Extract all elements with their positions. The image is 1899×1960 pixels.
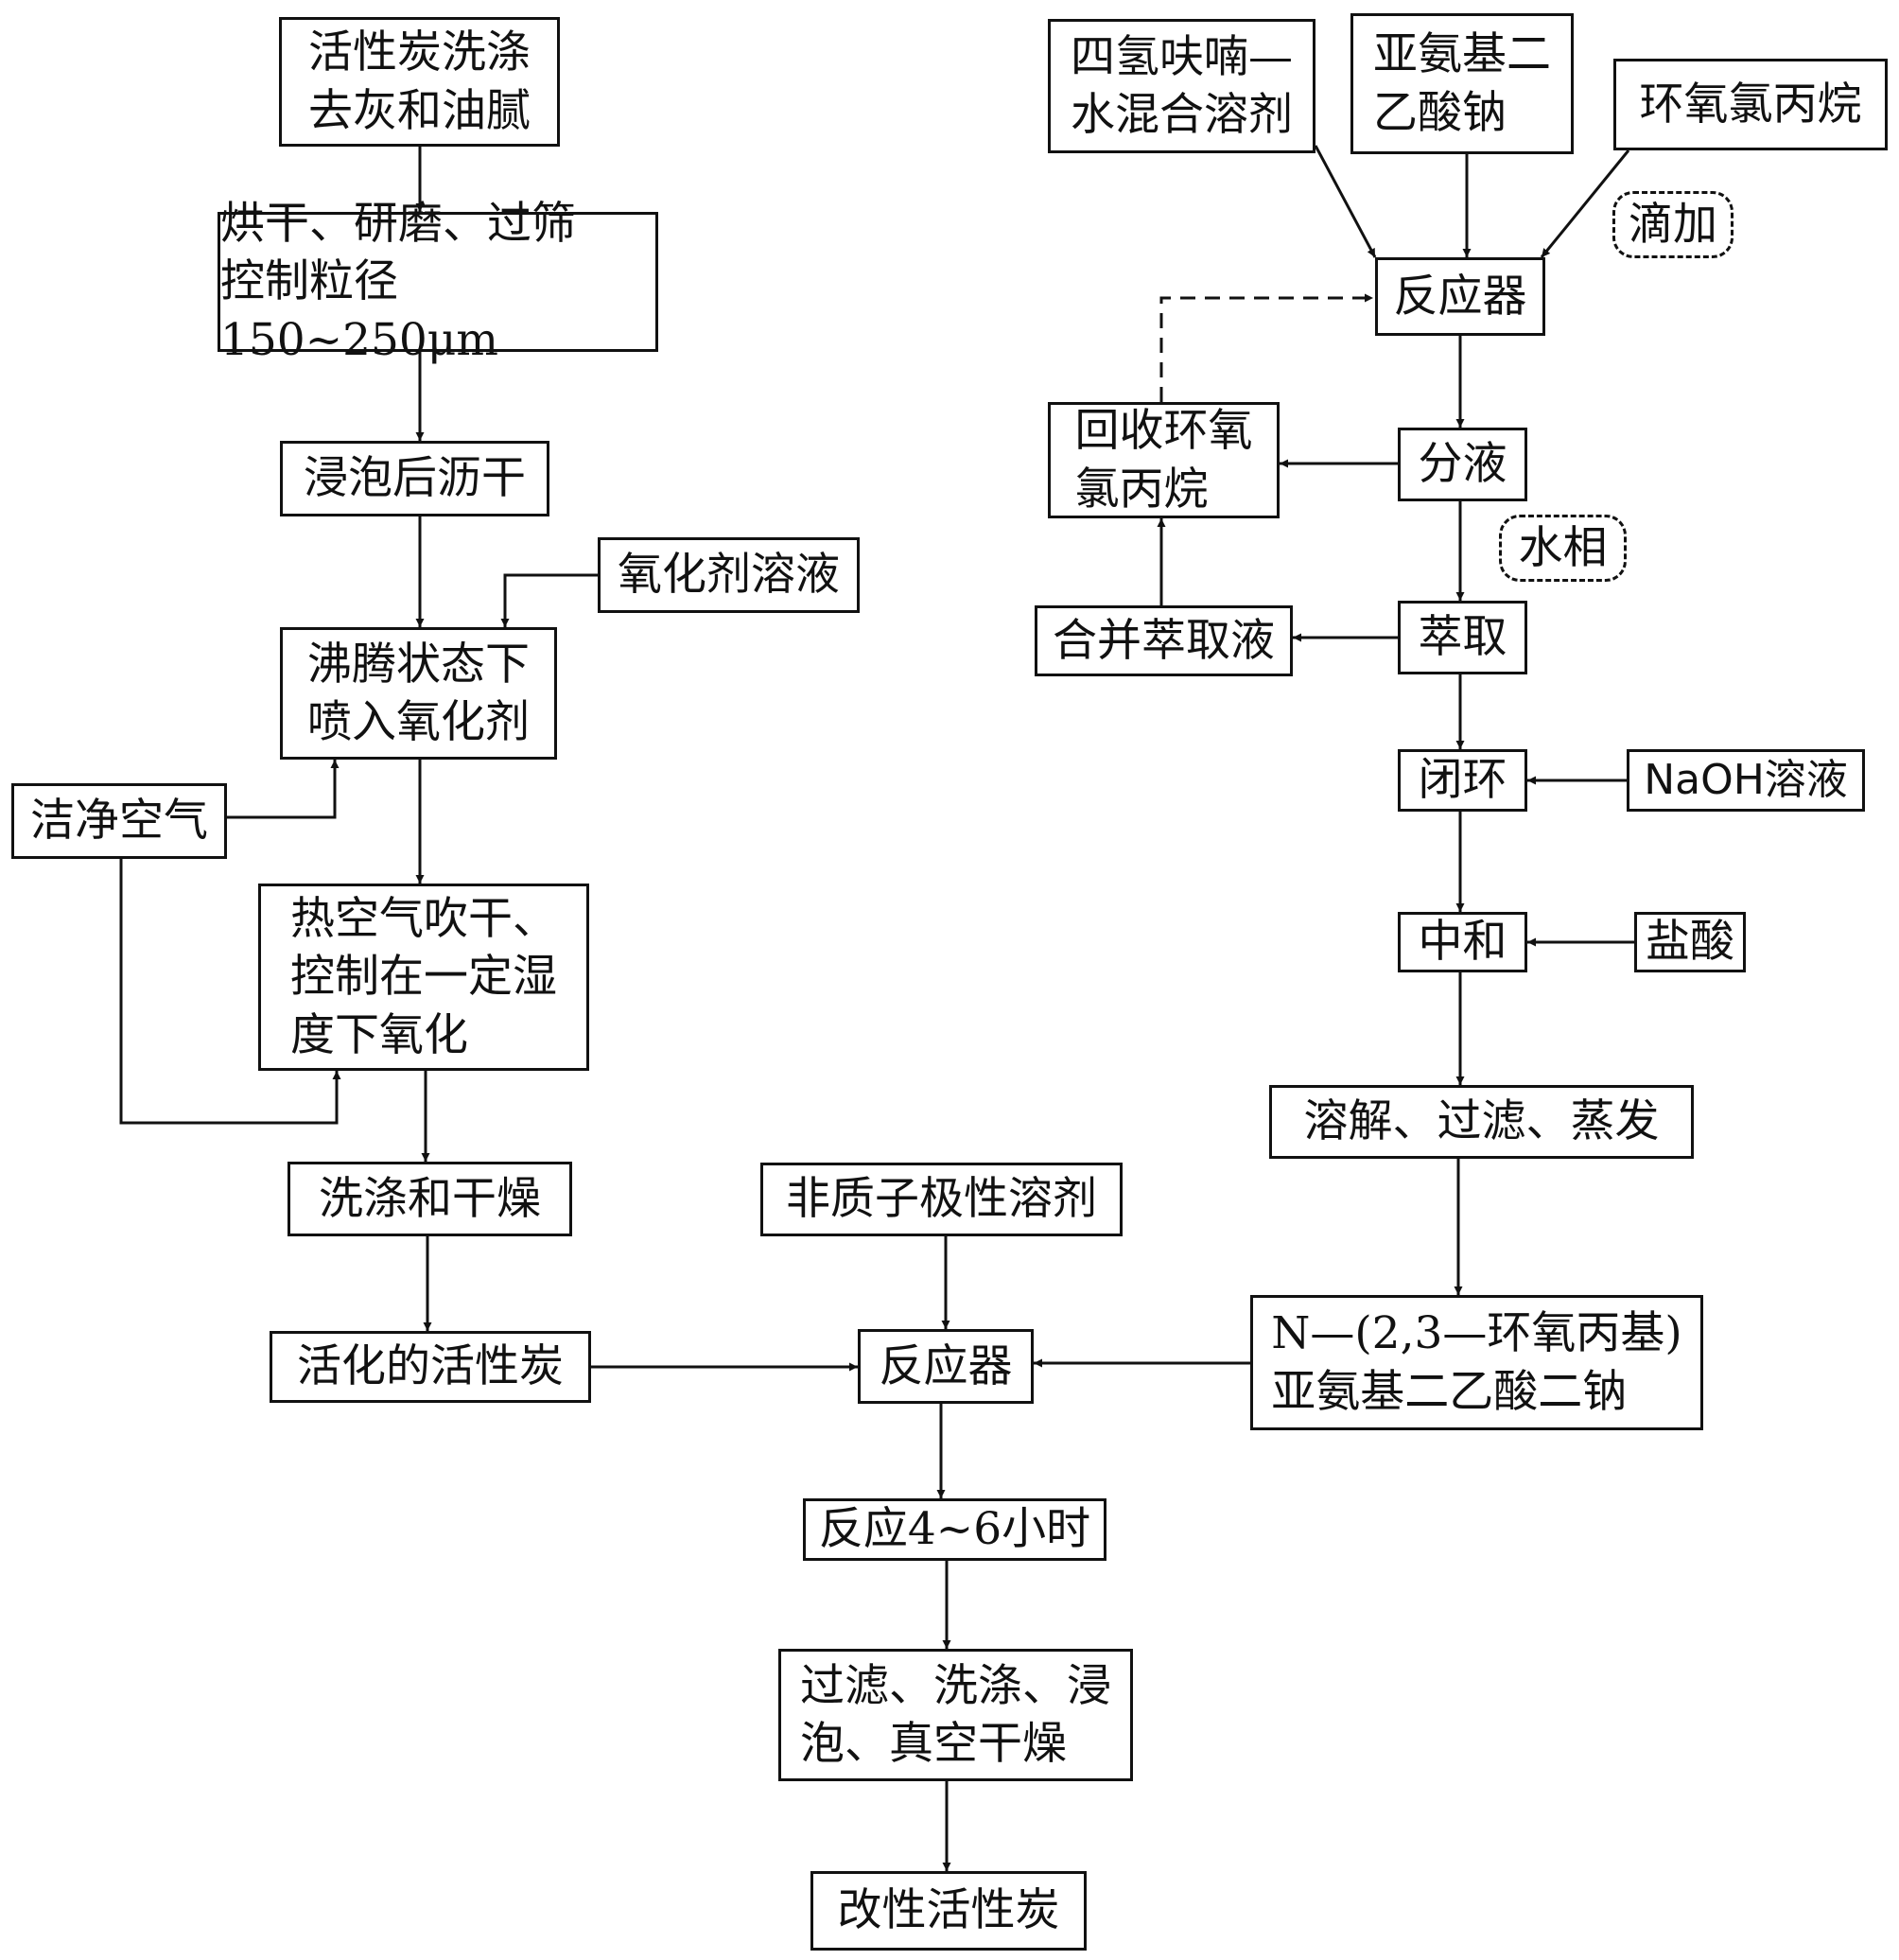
hydrochloric-acid: 盐酸 bbox=[1634, 912, 1746, 972]
dropwise-tag: 滴加 bbox=[1612, 191, 1733, 258]
step-boil-spray-oxidant: 沸腾状态下 喷入氧化剂 bbox=[280, 627, 557, 760]
sodium-iminodiacetate: 亚氨基二 乙酸钠 bbox=[1350, 13, 1574, 154]
naoh-solution: NaOH溶液 bbox=[1627, 749, 1865, 812]
extraction: 萃取 bbox=[1398, 601, 1527, 674]
arrow-air-s5 bbox=[119, 859, 341, 1125]
step-dry-grind-sieve: 烘干、研磨、过筛 控制粒径150~250μm bbox=[218, 198, 658, 366]
epichlorohydrin: 环氧氯丙烷 bbox=[1613, 59, 1888, 150]
dissolve-filter-evaporate: 溶解、过滤、蒸发 bbox=[1269, 1085, 1694, 1159]
arrow-oxidant-s4 bbox=[500, 573, 598, 627]
filter-wash-vacuum-dry: 过滤、洗涤、浸 泡、真空干燥 bbox=[778, 1649, 1133, 1781]
arrow-thf-reactor bbox=[1314, 145, 1377, 258]
ring-closure: 闭环 bbox=[1398, 749, 1527, 812]
arrow-air-s4 bbox=[227, 760, 340, 819]
recover-epichlorohydrin: 回收环氧 氯丙烷 bbox=[1048, 402, 1280, 518]
aprotic-polar-solvent: 非质子极性溶剂 bbox=[760, 1163, 1123, 1236]
step-hot-air-oxidize: 热空气吹干、 控制在一定湿 度下氧化 bbox=[258, 884, 589, 1071]
aqueous-phase-tag: 水相 bbox=[1499, 515, 1627, 582]
liquid-separation: 分液 bbox=[1398, 428, 1527, 501]
product-epoxypropyl-iminodiacetate: N—(2,3—环氧丙基) 亚氨基二乙酸二钠 bbox=[1250, 1295, 1703, 1430]
step-wash-dry: 洗涤和干燥 bbox=[287, 1162, 572, 1236]
thf-water-solvent: 四氢呋喃— 水混合溶剂 bbox=[1048, 19, 1315, 153]
neutralization: 中和 bbox=[1398, 912, 1527, 972]
oxidant-solution: 氧化剂溶液 bbox=[598, 537, 860, 613]
arrow-recycle-reactor bbox=[1159, 293, 1373, 402]
clean-air: 洁净空气 bbox=[11, 783, 227, 859]
arrow-ech-reactor bbox=[1540, 149, 1630, 258]
reactor-top: 反应器 bbox=[1375, 257, 1545, 336]
modified-activated-carbon: 改性活性炭 bbox=[810, 1871, 1087, 1951]
step-wash-carbon: 活性炭洗涤 去灰和油腻 bbox=[279, 17, 560, 147]
react-4-6-hours: 反应4~6小时 bbox=[803, 1498, 1106, 1561]
activated-carbon: 活化的活性炭 bbox=[270, 1331, 591, 1403]
reactor-bottom: 反应器 bbox=[858, 1329, 1034, 1404]
combine-extract: 合并萃取液 bbox=[1035, 605, 1293, 676]
step-soak-drain: 浸泡后沥干 bbox=[280, 441, 549, 516]
